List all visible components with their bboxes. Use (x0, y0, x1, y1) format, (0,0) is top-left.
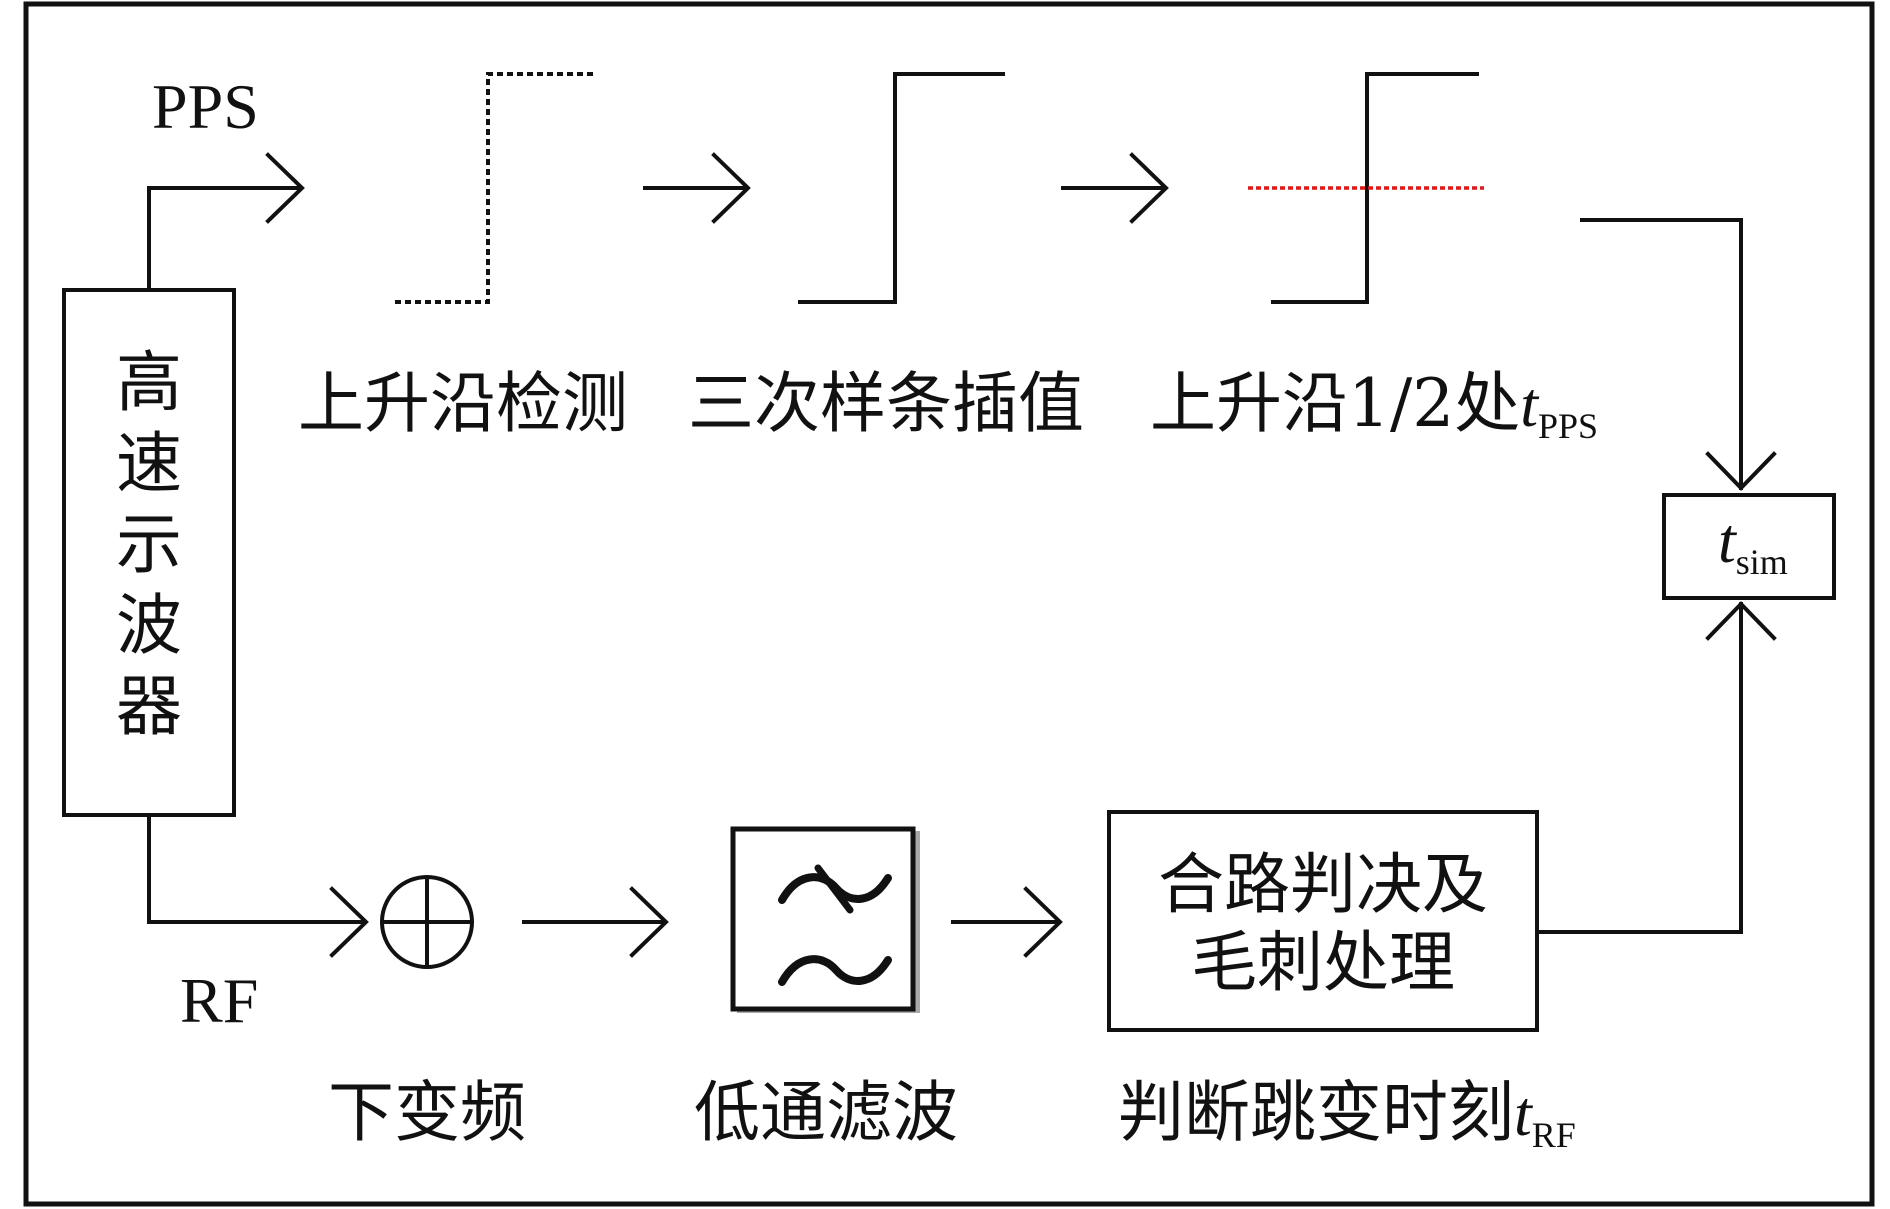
rising-edge-dotted-waveform (395, 72, 595, 304)
rf-to-tsim-line (1539, 602, 1743, 934)
step-rising-edge-detect-label: 上升沿检测 (298, 365, 628, 442)
combiner-line-1: 合路判决及 (1158, 846, 1488, 923)
t-sim-sub: sim (1736, 542, 1788, 582)
top-path: PPS 上升沿检测 三次样条插值 上升沿1/2处tPPS (147, 71, 1777, 491)
midpoint-step-waveform (1271, 72, 1479, 304)
pps-arrowhead (265, 152, 305, 224)
rf-branch-line (147, 817, 364, 924)
oscilloscope-char-1: 高 (116, 344, 182, 421)
t-rf-var: t (1514, 1078, 1534, 1149)
oscilloscope-char-3: 示 (116, 506, 182, 583)
tsim-label: tsim (1718, 505, 1788, 582)
arrow-1-head (711, 152, 751, 224)
combiner-box: 合路判决及 毛刺处理 (1107, 810, 1539, 1032)
oscilloscope-char-5: 器 (116, 668, 182, 745)
rf-label: RF (180, 965, 258, 1036)
t-pps-sub: PPS (1538, 406, 1598, 446)
outer-frame (23, 1, 1875, 1207)
rf-to-tsim-arrowhead (1705, 601, 1777, 641)
oscilloscope-box: 高 速 示 波 器 (62, 288, 236, 817)
step-half-rise-label: 上升沿1/2处tPPS (1150, 365, 1598, 446)
tsim-output-box: tsim (1662, 493, 1836, 600)
pps-to-tsim-line (1580, 218, 1743, 490)
arrow-mixer-filter-head (629, 886, 669, 958)
t-sim-var: t (1718, 505, 1738, 576)
pps-to-tsim-arrowhead (1705, 451, 1777, 491)
arrow-2-head (1129, 152, 1169, 224)
t-pps-var: t (1520, 369, 1540, 440)
step-cubic-spline-label: 三次样条插值 (688, 365, 1084, 442)
pps-label: PPS (152, 71, 259, 142)
arrow-filter-combiner-head (1023, 886, 1063, 958)
pps-branch-line (147, 186, 300, 288)
t-rf-sub: RF (1532, 1115, 1576, 1155)
step-jump-time-label: 判断跳变时刻tRF (1118, 1074, 1576, 1155)
bottom-path: RF 合路判决及 毛刺处理 (147, 601, 1777, 1155)
step-downconvert-label: 下变频 (328, 1074, 526, 1151)
spline-step-waveform (798, 72, 1005, 304)
rf-arrowhead (329, 886, 369, 958)
step-lowpass-label: 低通滤波 (694, 1074, 958, 1151)
oscilloscope-char-2: 速 (116, 425, 182, 502)
combiner-line-2: 毛刺处理 (1191, 924, 1455, 1001)
oscilloscope-char-4: 波 (116, 587, 182, 664)
step-half-rise-text: 上升沿1/2处 (1150, 365, 1520, 442)
step-jump-time-text: 判断跳变时刻 (1118, 1074, 1514, 1151)
lowpass-filter-symbol (730, 826, 920, 1013)
mixer-symbol (380, 875, 474, 969)
